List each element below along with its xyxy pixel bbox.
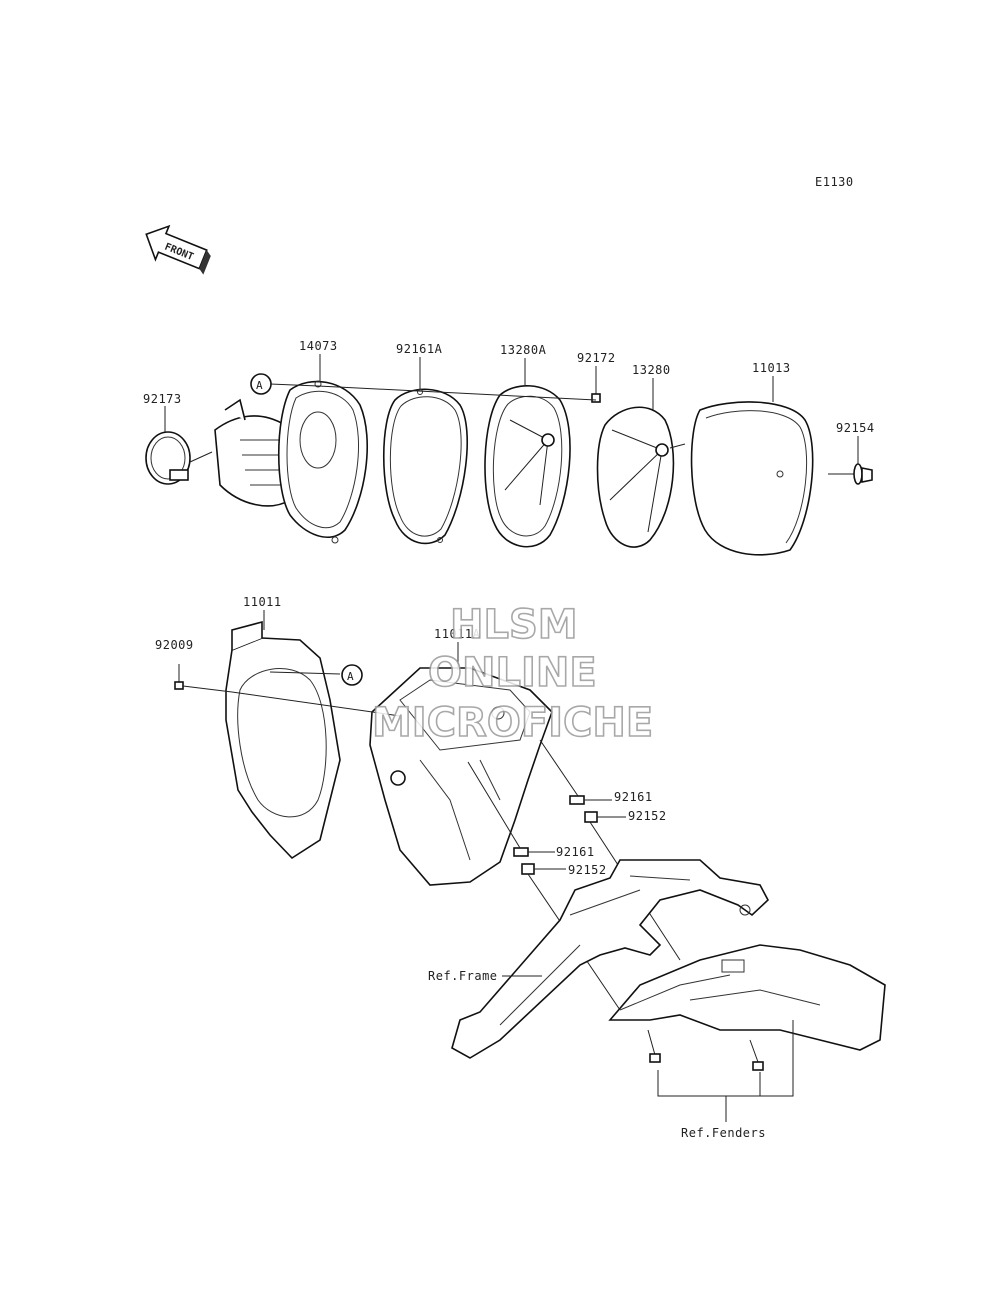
air-duct-14073 (214, 380, 369, 544)
label-11011: 11011 (243, 595, 282, 609)
diagram-code: E1130 (815, 175, 854, 189)
svg-text:A: A (347, 670, 354, 683)
label-92152-upper: 92152 (628, 809, 667, 823)
label-92161-lower: 92161 (556, 845, 595, 859)
label-13280A: 13280A (500, 343, 547, 357)
frame-13280 (596, 406, 686, 548)
watermark-line-3: MICROFICHE (372, 700, 653, 746)
label-92154: 92154 (836, 421, 875, 435)
label-11013: 11013 (752, 361, 791, 375)
svg-text:A: A (256, 379, 263, 392)
label-92172: 92172 (577, 351, 616, 365)
label-13280: 13280 (632, 363, 671, 377)
label-92009: 92009 (155, 638, 194, 652)
fender-screw-left (647, 1029, 661, 1063)
holder-13280A (484, 385, 571, 548)
ref-marker-a-top: A (250, 373, 272, 395)
label-ref-fenders: Ref.Fenders (681, 1126, 766, 1140)
collar-92152-upper (584, 811, 598, 823)
air-cleaner-case-11011A (369, 667, 553, 886)
label-92161A: 92161A (396, 342, 443, 356)
collar-92152-lower (521, 863, 535, 875)
label-92152-lower: 92152 (568, 863, 607, 877)
filter-element-11013 (690, 401, 814, 556)
front-arrow-icon: FRONT (145, 224, 211, 275)
watermark-line-2: ONLINE (428, 650, 597, 696)
fender-ref (608, 944, 886, 1051)
fender-screw-right (749, 1039, 764, 1071)
bolt-92009 (174, 664, 184, 690)
frame-ref (451, 859, 769, 1059)
label-92161-upper: 92161 (614, 790, 653, 804)
label-14073: 14073 (299, 339, 338, 353)
grommet-92161-upper (569, 795, 585, 805)
label-ref-frame: Ref.Frame (428, 969, 498, 983)
label-92173: 92173 (143, 392, 182, 406)
watermark-line-1: HLSM (450, 602, 578, 648)
label-11011A: 11011A (434, 627, 481, 641)
ref-marker-a-lower: A (341, 664, 363, 686)
case-cover-11011 (225, 620, 341, 860)
gasket-92161A (382, 388, 469, 545)
bolt-92172 (591, 372, 601, 403)
wing-bolt-92154 (828, 463, 873, 485)
grommet-92161-lower (513, 847, 529, 857)
clamp-92173 (145, 431, 213, 485)
